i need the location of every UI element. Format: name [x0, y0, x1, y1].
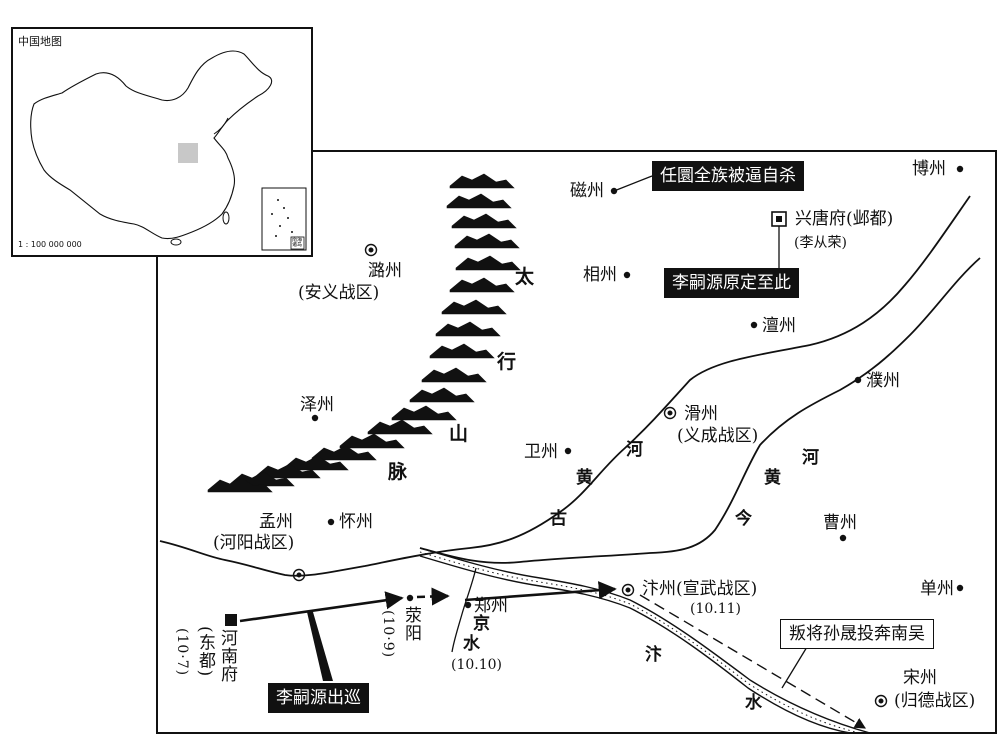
taiwan-island [222, 211, 230, 225]
hainan-island [170, 238, 182, 246]
label-zezhou: 泽州 [300, 395, 334, 415]
label-bozhou: 博州 [912, 159, 946, 179]
current-yellow-river [419, 257, 981, 564]
leader-inspection [307, 612, 333, 681]
bian-river-upper [419, 547, 871, 734]
callout-defector: 叛将孙晟投奔南吴 [780, 619, 934, 649]
label-caozhou: 曹州 [823, 513, 857, 533]
dot-caozhou [839, 534, 847, 542]
label-zhengzhou: 郑州 [474, 596, 508, 616]
river-label-new-jin: 今 [735, 509, 752, 529]
river-label-old-huang: 黄 [576, 468, 593, 488]
river-label-jing: 京 [473, 614, 490, 634]
label-xingyang: 荥阳 [401, 606, 421, 642]
inset-scale: 1 : 100 000 000 [18, 240, 82, 249]
label-huazhou-district: (义成战区) [677, 426, 759, 446]
bian-river-lower [419, 555, 851, 734]
south-sea-label: 南海诸岛 [292, 237, 303, 248]
label-huazhou: 滑州 [684, 404, 718, 424]
label-henan-date: (10·7) [174, 628, 190, 677]
label-puzhou: 濮州 [866, 371, 900, 391]
inset-title: 中国地图 [18, 35, 62, 48]
river-label-bian: 汴 [645, 645, 662, 665]
taihang-mountains [207, 173, 521, 493]
dot-zezhou [311, 414, 319, 422]
label-xingtang-note: (李从荣) [794, 235, 847, 251]
defector-route [639, 594, 866, 729]
dot-tanzhou [750, 321, 758, 329]
callout-ren-yuan: 任圜全族被逼自杀 [652, 161, 804, 191]
route-zhengzhou-bianzhou [464, 581, 617, 602]
dot-puzhou [854, 376, 862, 384]
river-label-old-gu: 古 [550, 509, 567, 529]
route-xingyang-dash [416, 587, 450, 606]
capital-markers [292, 243, 888, 708]
river-label-new-huang: 黄 [764, 468, 781, 488]
mountain-label-hang: 行 [497, 351, 517, 373]
mountain-label-shan: 山 [449, 423, 469, 445]
label-xingyang-date: (10·9) [380, 610, 396, 659]
label-songzhou-district: (归德战区) [894, 691, 976, 711]
mountain-label-tai: 太 [515, 266, 535, 288]
label-bianzhou-date: (10.11) [690, 601, 742, 617]
label-bianzhou: 汴州(宣武战区) [642, 579, 758, 599]
ring-mengzhou [292, 568, 306, 582]
city-markers [311, 165, 964, 609]
label-mengzhou: 孟州 [259, 512, 293, 532]
river-label-jing-shui: 水 [463, 634, 480, 654]
ring-songzhou [874, 694, 888, 708]
leader-ren-yuan [613, 175, 653, 192]
label-luzhou: 潞州 [368, 261, 402, 281]
label-xingtang-fu: 兴唐府(邺都) [795, 209, 894, 229]
old-yellow-river [159, 195, 971, 577]
label-mengzhou-district: (河阳战区) [213, 533, 295, 553]
dot-bozhou [956, 165, 964, 173]
mountain-label-mai: 脉 [388, 461, 408, 483]
route-henan-xingyang [239, 591, 404, 623]
label-huaizhou: 怀州 [339, 512, 373, 532]
square-henan [225, 614, 237, 626]
ring-bianzhou [621, 583, 635, 597]
label-henan-fu: 河南府 [217, 629, 237, 683]
river-label-bian-shui: 水 [745, 693, 762, 713]
label-cizhou: 磁州 [570, 181, 604, 201]
callout-inspection: 李嗣源出巡 [268, 683, 369, 713]
river-label-old-he: 河 [626, 440, 643, 460]
leader-defector [781, 641, 811, 689]
label-xiangzhou: 相州 [583, 265, 617, 285]
label-luzhou-district: (安义战区) [298, 283, 380, 303]
label-jingshui-date: (10.10) [451, 657, 503, 673]
river-label-new-he: 河 [802, 448, 819, 468]
dot-huaizhou [327, 518, 335, 526]
dot-zhengzhou [464, 601, 472, 609]
ring-luzhou [364, 243, 378, 257]
label-songzhou: 宋州 [903, 668, 937, 688]
ring-huazhou [663, 406, 677, 420]
callout-li-siyuan-plan: 李嗣源原定至此 [664, 268, 799, 298]
label-weizhou: 卫州 [524, 442, 558, 462]
jing-river [451, 567, 477, 653]
label-shanzhou: 单州 [920, 579, 954, 599]
dot-cizhou [610, 187, 618, 195]
label-tanzhou: 澶州 [762, 316, 796, 336]
dot-shanzhou [956, 584, 964, 592]
inset-highlight-area [178, 143, 198, 163]
china-bohai [213, 117, 229, 135]
dot-xingyang [406, 594, 414, 602]
china-outline [30, 50, 273, 240]
dot-xiangzhou [623, 271, 631, 279]
dot-weizhou [564, 447, 572, 455]
label-henan-note: (东都) [195, 626, 215, 678]
